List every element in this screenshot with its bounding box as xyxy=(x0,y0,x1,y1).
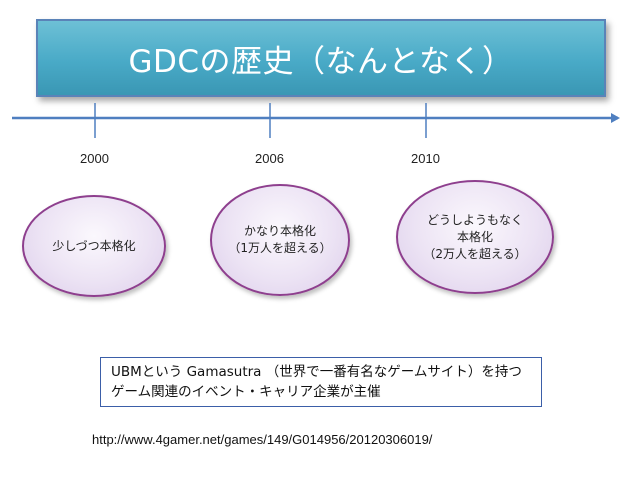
organizer-note: UBMという Gamasutra （世界で一番有名なゲームサイト）を持つ ゲーム… xyxy=(100,357,542,407)
year-label-2000: 2000 xyxy=(80,151,109,166)
year-label-2010: 2010 xyxy=(411,151,440,166)
year-label-2006: 2006 xyxy=(255,151,284,166)
stage-bubble-2000: 少しづつ本格化 xyxy=(22,195,166,297)
page-title: GDCの歴史（なんとなく） xyxy=(128,43,514,80)
organizer-note-line2: ゲーム関連のイベント・キャリア企業が主催 xyxy=(111,384,381,400)
title-banner: GDCの歴史（なんとなく） xyxy=(36,19,606,97)
stage-bubble-2010: どうしようもなく 本格化 （2万人を超える） xyxy=(396,180,554,294)
source-url: http://www.4gamer.net/games/149/G014956/… xyxy=(92,432,433,447)
organizer-note-line1: UBMという Gamasutra （世界で一番有名なゲームサイト）を持つ xyxy=(111,364,522,380)
stage-bubble-2006: かなり本格化 （1万人を超える） xyxy=(210,184,350,296)
